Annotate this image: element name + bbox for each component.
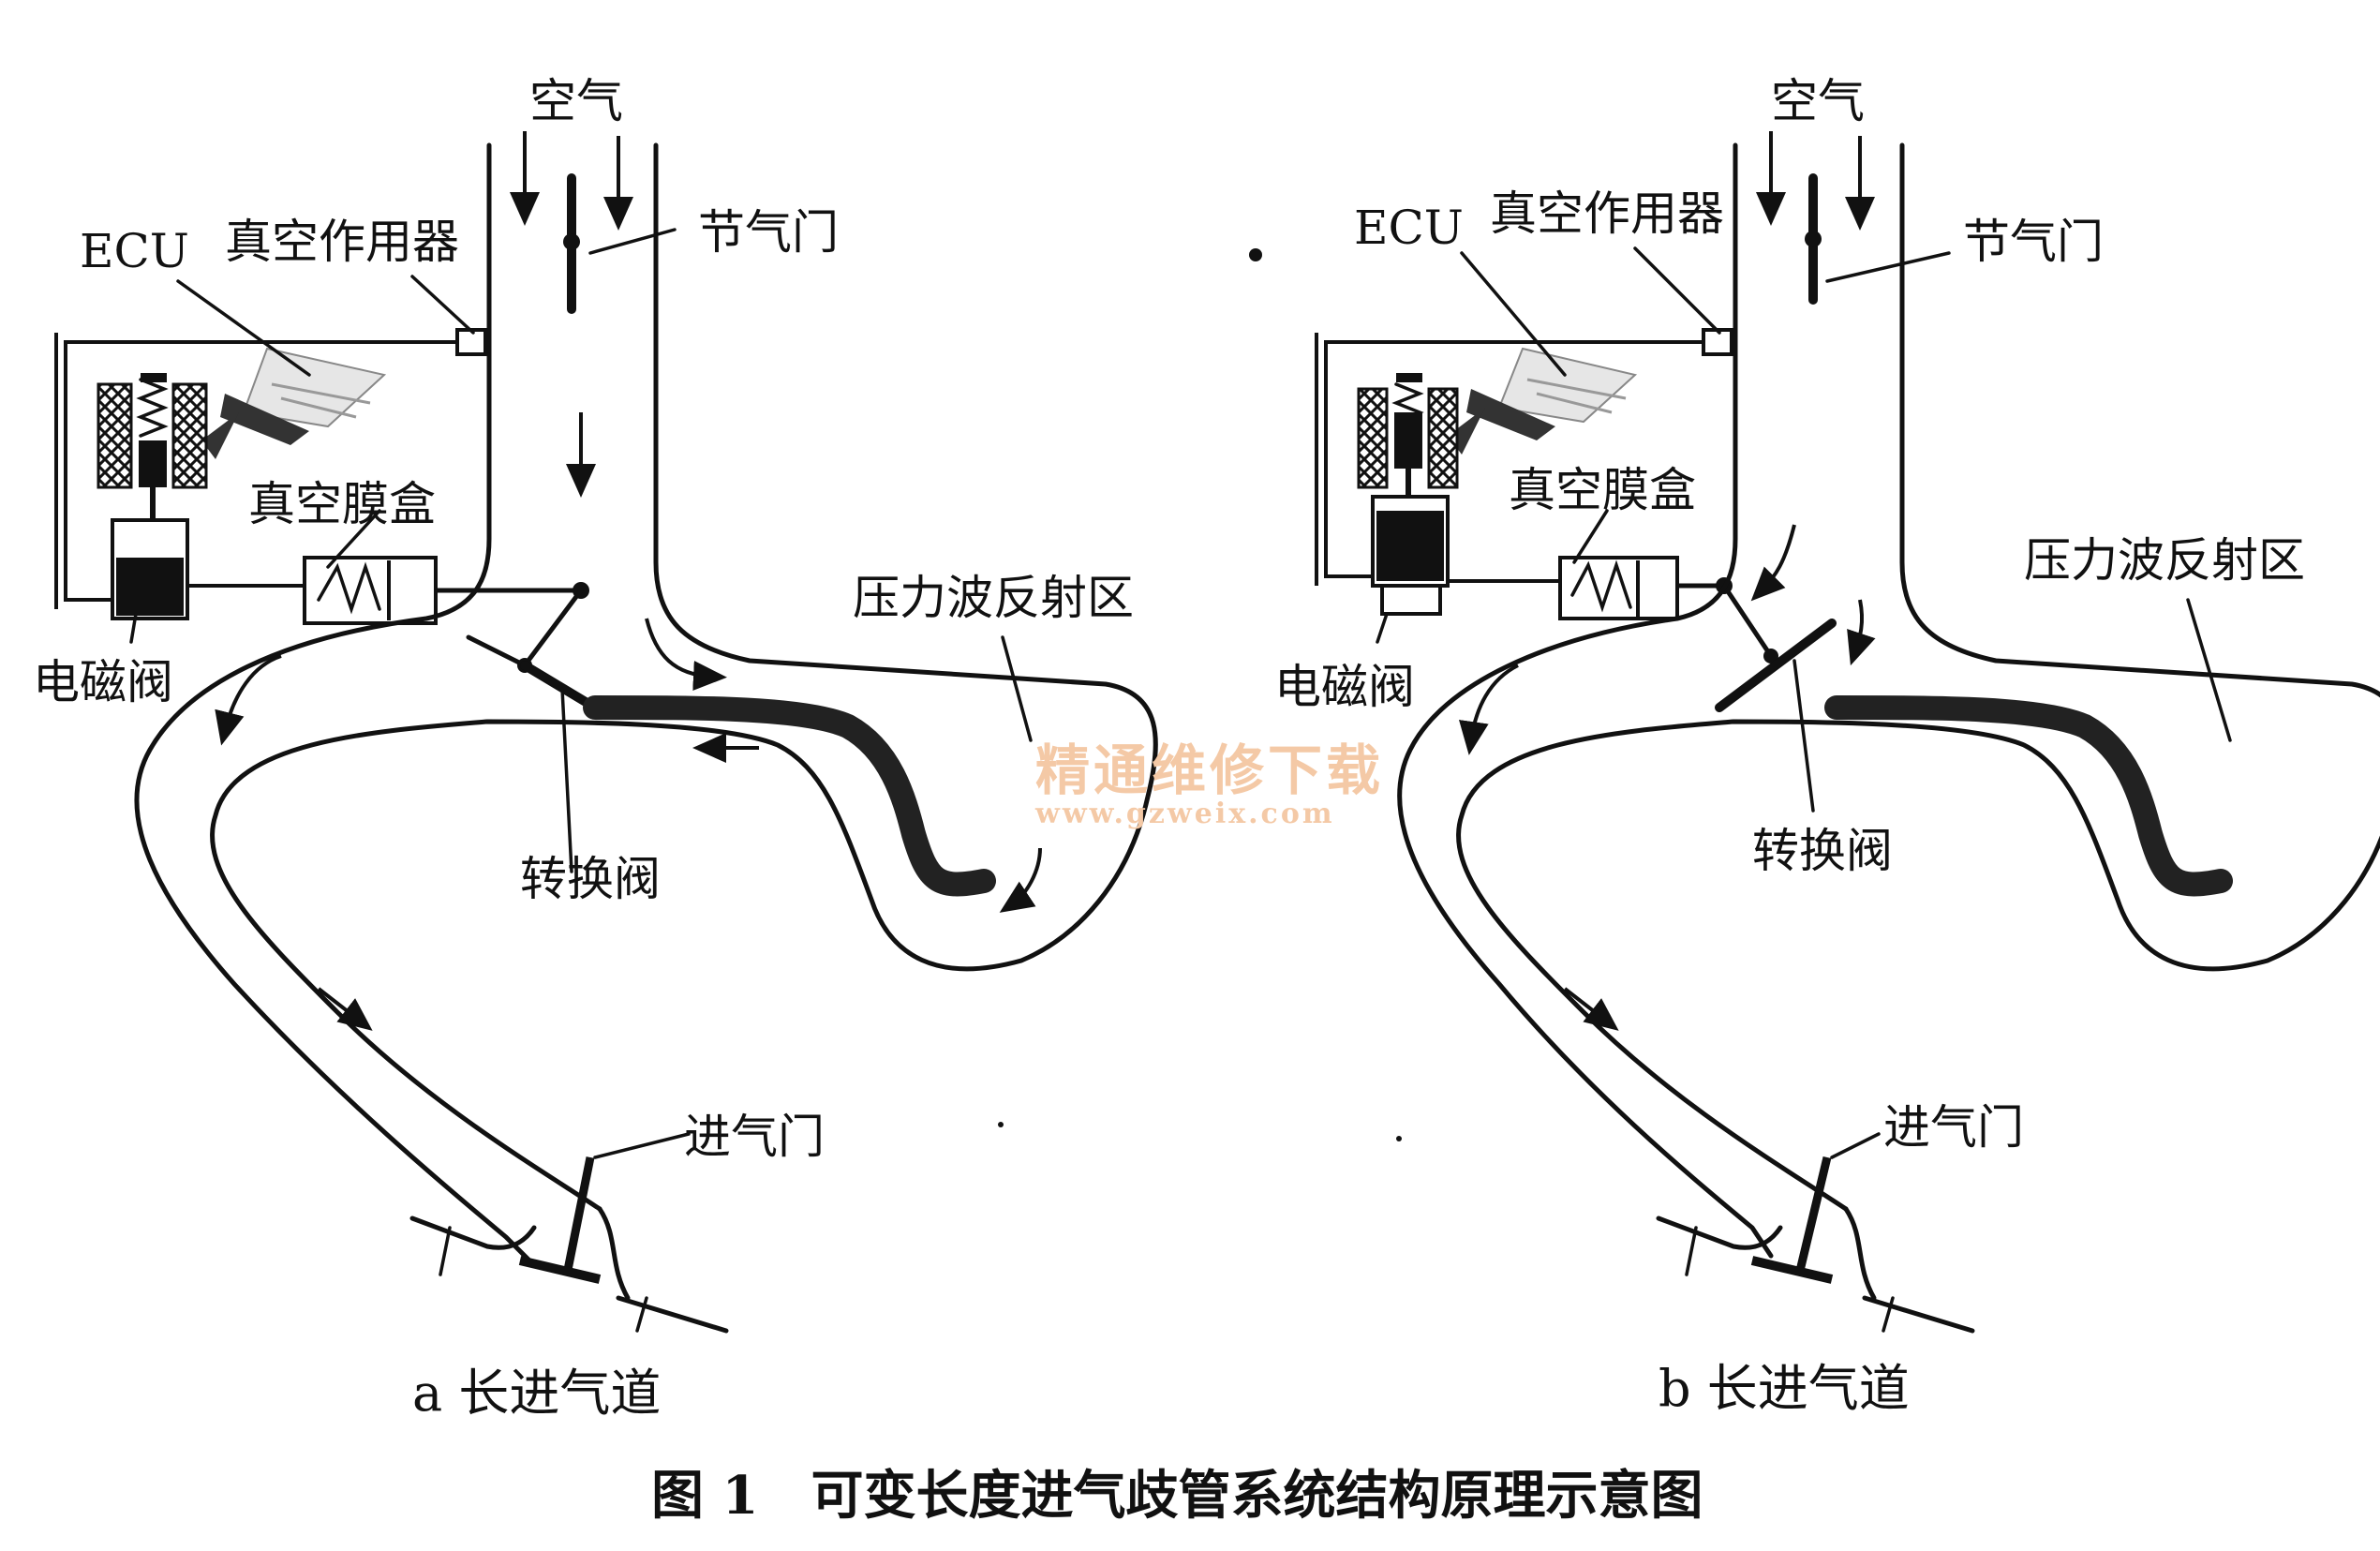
label-throttle: 节气门 — [698, 205, 839, 260]
watermark-title: 精通维修下载 — [1035, 738, 1384, 802]
label-solenoid: 电磁阀 — [1274, 660, 1415, 714]
label-vacuum-actuator: 真空作用器 — [1490, 186, 1724, 241]
label-pressure-wave: 压力波反射区 — [853, 571, 1134, 625]
throttle-pipe-left-wall — [134, 142, 537, 1268]
throttle-pipe-right-wall — [210, 142, 1158, 1212]
vacuum-actuator — [455, 328, 487, 356]
throttle-plate — [563, 173, 580, 314]
solenoid-coil — [97, 373, 208, 525]
vacuum-actuator — [1702, 328, 1733, 356]
label-pressure-wave: 压力波反射区 — [2024, 533, 2305, 588]
figure-caption: 图 1 可变长度进气歧管系统结构原理示意图 — [651, 1465, 1703, 1527]
ecu-module — [201, 347, 387, 459]
solenoid-coil — [1357, 373, 1459, 506]
control-wire-box — [64, 340, 469, 602]
throttle-pipe-left-wall — [1397, 142, 1774, 1259]
label-intake-valve: 进气门 — [684, 1110, 825, 1164]
panel-b-long-intake: 空气 ECU 真空作用器 节气门 真空膜盒 压力波反射区 电磁阀 转换阀 进气门… — [1274, 74, 2380, 1418]
label-ecu: ECU — [80, 224, 189, 278]
vacuum-diaphragm — [1558, 556, 1733, 620]
panel-a-caption: a 长进气道 — [412, 1364, 661, 1423]
label-vacuum-diaphragm: 真空膜盒 — [248, 477, 436, 531]
label-switch-valve: 转换阀 — [520, 852, 661, 906]
label-ecu: ECU — [1354, 201, 1464, 255]
intake-valve — [1656, 1156, 1975, 1334]
label-air: 空气 — [529, 74, 623, 128]
vacuum-diaphragm — [303, 556, 589, 625]
switch-valve — [466, 588, 595, 709]
ecu-module — [1448, 347, 1638, 455]
solenoid-valve — [1371, 495, 1450, 616]
scan-dot — [1249, 248, 1262, 261]
pressure-wave-baffle — [583, 695, 996, 897]
intake-valve — [409, 1156, 729, 1334]
throttle-plate — [1805, 173, 1822, 305]
switch-valve — [1715, 583, 1837, 712]
pressure-wave-baffle — [1824, 695, 2233, 897]
throttle-pipe-right-wall — [1456, 142, 2380, 1212]
label-switch-valve: 转换阀 — [1752, 824, 1893, 878]
scan-dot — [998, 1122, 1004, 1127]
label-air: 空气 — [1771, 74, 1865, 128]
scan-dot — [1396, 1136, 1402, 1141]
label-intake-valve: 进气门 — [1883, 1100, 2024, 1155]
solenoid-valve — [111, 518, 189, 620]
panel-b-caption: b 长进气道 — [1659, 1359, 1910, 1418]
label-vacuum-diaphragm: 真空膜盒 — [1509, 463, 1696, 517]
panel-a-long-intake: 空气 ECU 真空作用器 节气门 真空膜盒 压力波反射区 电磁阀 转换阀 进气门… — [33, 74, 1158, 1423]
label-solenoid: 电磁阀 — [33, 655, 173, 709]
label-throttle: 节气门 — [1963, 215, 2104, 269]
label-vacuum-actuator: 真空作用器 — [225, 215, 459, 269]
watermark-url: www.gzweix.com — [1034, 798, 1335, 830]
